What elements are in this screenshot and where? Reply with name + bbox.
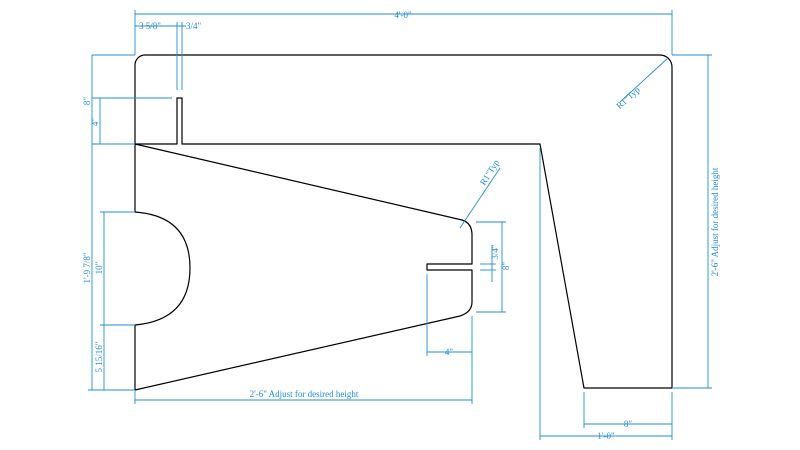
right-height-label: 2'-6" Adjust for desired height: [710, 167, 720, 276]
slot-depth-label: 4": [90, 118, 100, 127]
bottom-width-label: 2'-6" Adjust for desired height: [250, 389, 359, 399]
foot-width-label: 8": [624, 419, 633, 429]
inner-radius-label: R1"Typ: [478, 157, 502, 187]
total-width-label: 4'-0": [394, 10, 412, 20]
top-depth-label: 8": [82, 97, 92, 106]
slot-offset-label: 3 5/8": [139, 21, 161, 31]
left-height-label: 1'-9 7/8": [82, 252, 92, 283]
upper-l-panel-outline: [134, 54, 673, 389]
outer-radius-label: R1"Typ: [614, 84, 642, 111]
arc-height-label: 10": [94, 261, 104, 274]
slot-width-label: 3/4": [186, 21, 202, 31]
tip-slot-depth-label: 4": [445, 347, 454, 357]
outer-radius-leader: [619, 57, 669, 103]
tip-slot-width-label: 3/4": [490, 244, 500, 260]
lower-wedge-panel-outline: [134, 143, 473, 391]
base-width-label: 1'-0": [597, 431, 615, 441]
inner-radius-leader: [459, 167, 501, 229]
bottom-offset-label: 5 15/16": [94, 341, 104, 372]
tip-height-label: 8": [501, 262, 511, 271]
